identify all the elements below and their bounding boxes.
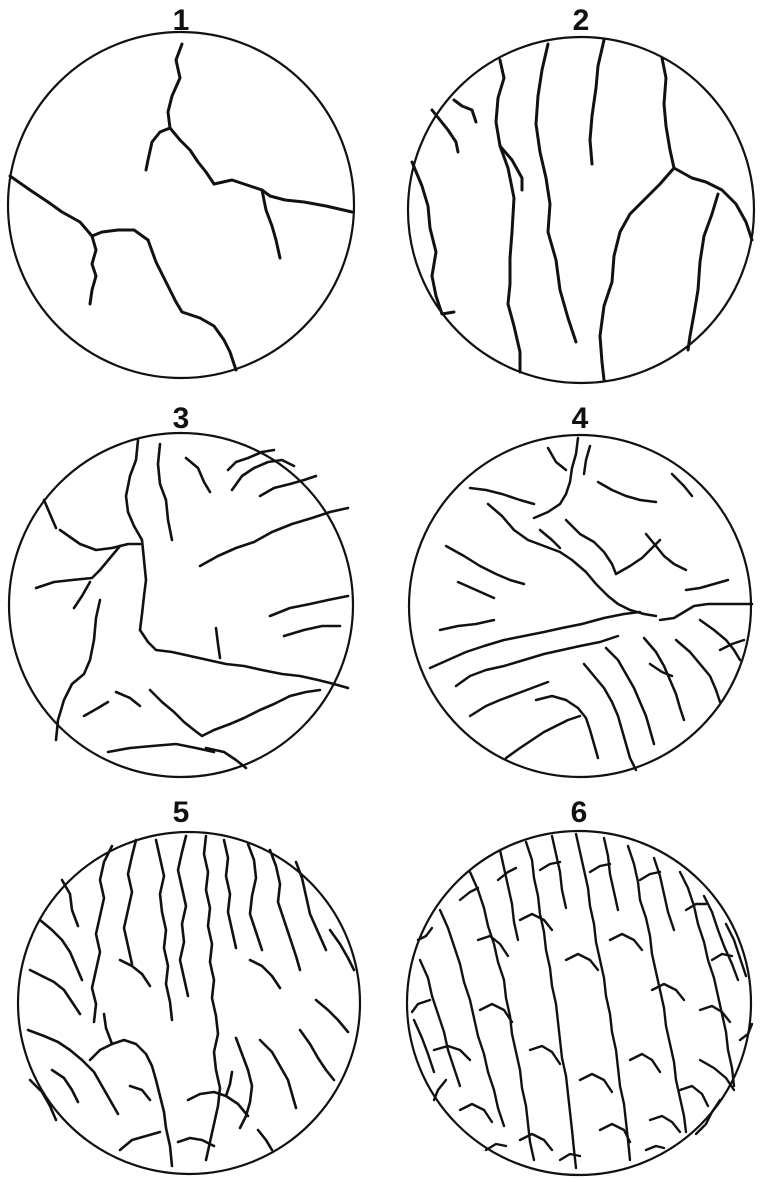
panel-label-3: 3 [173, 402, 190, 435]
panel-circle-1 [8, 32, 354, 378]
panel-label-2: 2 [573, 4, 590, 37]
panel-label-5: 5 [173, 796, 190, 829]
panel-3: 3 [9, 402, 353, 777]
panel-2: 2 [408, 4, 754, 383]
stream-network-1 [10, 44, 352, 370]
panel-4: 4 [409, 402, 752, 777]
panel-circle-6 [407, 831, 751, 1175]
panel-5: 5 [18, 796, 360, 1174]
panel-1: 1 [8, 4, 354, 378]
panel-circle-5 [18, 832, 360, 1174]
stream-network-2 [412, 40, 752, 380]
panel-6: 6 [407, 796, 752, 1175]
panel-label-4: 4 [572, 402, 589, 435]
panel-circle-2 [408, 37, 754, 383]
stream-network-6 [412, 834, 752, 1168]
stream-network-3 [36, 440, 348, 768]
panel-label-6: 6 [571, 796, 588, 829]
stream-network-5 [28, 836, 354, 1166]
